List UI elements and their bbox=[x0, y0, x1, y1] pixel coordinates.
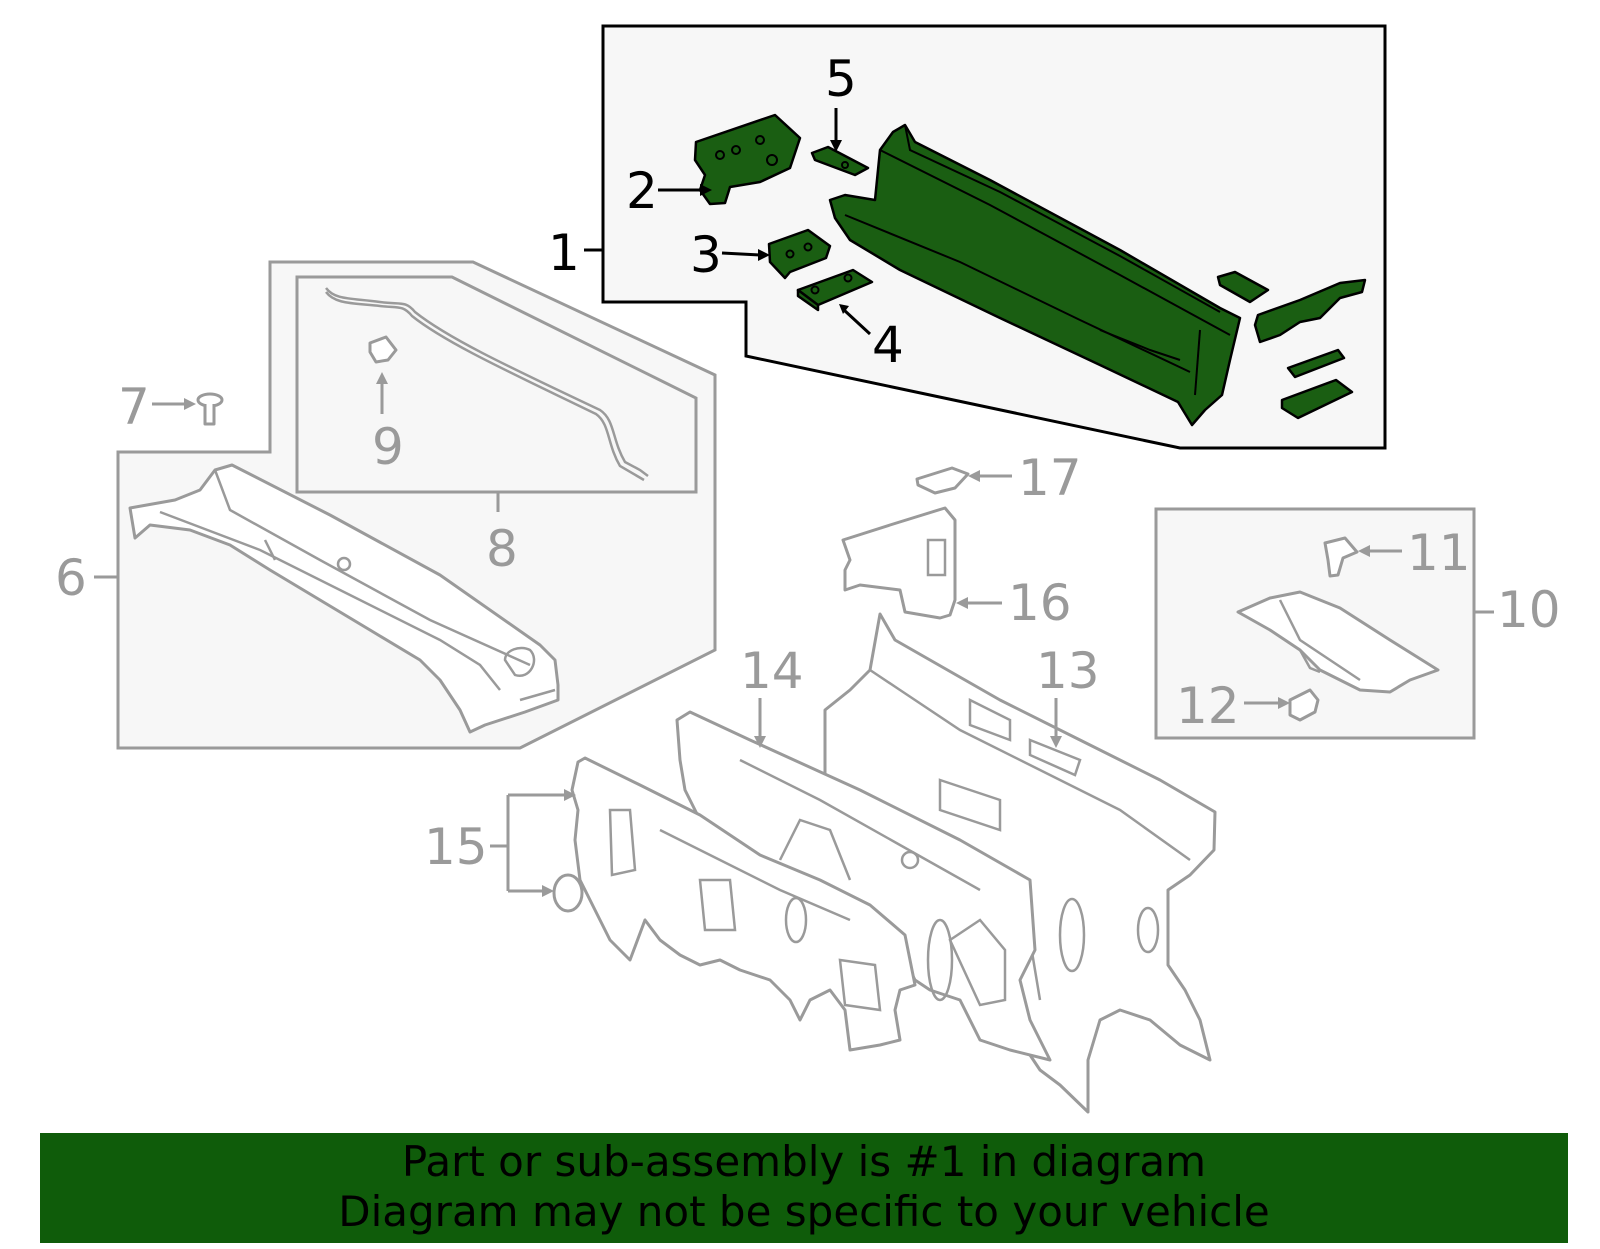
callout-6[interactable]: 6 bbox=[55, 549, 87, 607]
callout-10[interactable]: 10 bbox=[1497, 581, 1561, 639]
part-15-insulator[interactable] bbox=[570, 756, 917, 1052]
callout-17[interactable]: 17 bbox=[1018, 449, 1082, 507]
disclaimer-line-1: Part or sub-assembly is #1 in diagram bbox=[401, 1137, 1207, 1186]
part-12-grommet[interactable] bbox=[1288, 688, 1320, 722]
callout-8[interactable]: 8 bbox=[486, 520, 518, 578]
part-4-pad[interactable] bbox=[796, 268, 874, 312]
callout-12[interactable]: 12 bbox=[1176, 677, 1240, 735]
part-16-bracket[interactable] bbox=[841, 506, 957, 620]
callout-11[interactable]: 11 bbox=[1407, 524, 1471, 582]
disclaimer-banner: Part or sub-assembly is #1 in diagram Di… bbox=[40, 1133, 1568, 1243]
part-1-side-pieces[interactable] bbox=[1216, 270, 1367, 420]
part-5-clip[interactable] bbox=[810, 145, 870, 177]
callout-5[interactable]: 5 bbox=[825, 50, 857, 108]
part-8-seal[interactable] bbox=[325, 287, 649, 482]
part-9-clip[interactable] bbox=[368, 335, 398, 364]
part-6-cowl-panel[interactable] bbox=[128, 463, 560, 734]
callout-9[interactable]: 9 bbox=[372, 418, 404, 476]
callout-16[interactable]: 16 bbox=[1008, 574, 1072, 632]
part-2-bracket[interactable] bbox=[693, 113, 802, 206]
disclaimer-line-2: Diagram may not be specific to your vehi… bbox=[338, 1187, 1270, 1236]
callout-1[interactable]: 1 bbox=[548, 224, 580, 282]
callout-4[interactable]: 4 bbox=[872, 316, 904, 374]
part-7-fastener[interactable] bbox=[196, 392, 224, 426]
part-1-cowl-panel[interactable] bbox=[828, 123, 1242, 427]
callout-3[interactable]: 3 bbox=[690, 226, 722, 284]
part-11-bolt[interactable] bbox=[1323, 536, 1359, 578]
part-10-bracket[interactable] bbox=[1236, 590, 1440, 694]
callout-14[interactable]: 14 bbox=[740, 642, 804, 700]
callout-15[interactable]: 15 bbox=[424, 818, 488, 876]
callout-7[interactable]: 7 bbox=[118, 378, 150, 436]
callout-13[interactable]: 13 bbox=[1036, 642, 1100, 700]
callout-2[interactable]: 2 bbox=[626, 162, 658, 220]
part-3-bracket[interactable] bbox=[767, 228, 832, 280]
part-15-plug[interactable] bbox=[552, 873, 584, 913]
part-17-pad[interactable] bbox=[915, 466, 970, 495]
group-box-8 bbox=[295, 275, 698, 494]
